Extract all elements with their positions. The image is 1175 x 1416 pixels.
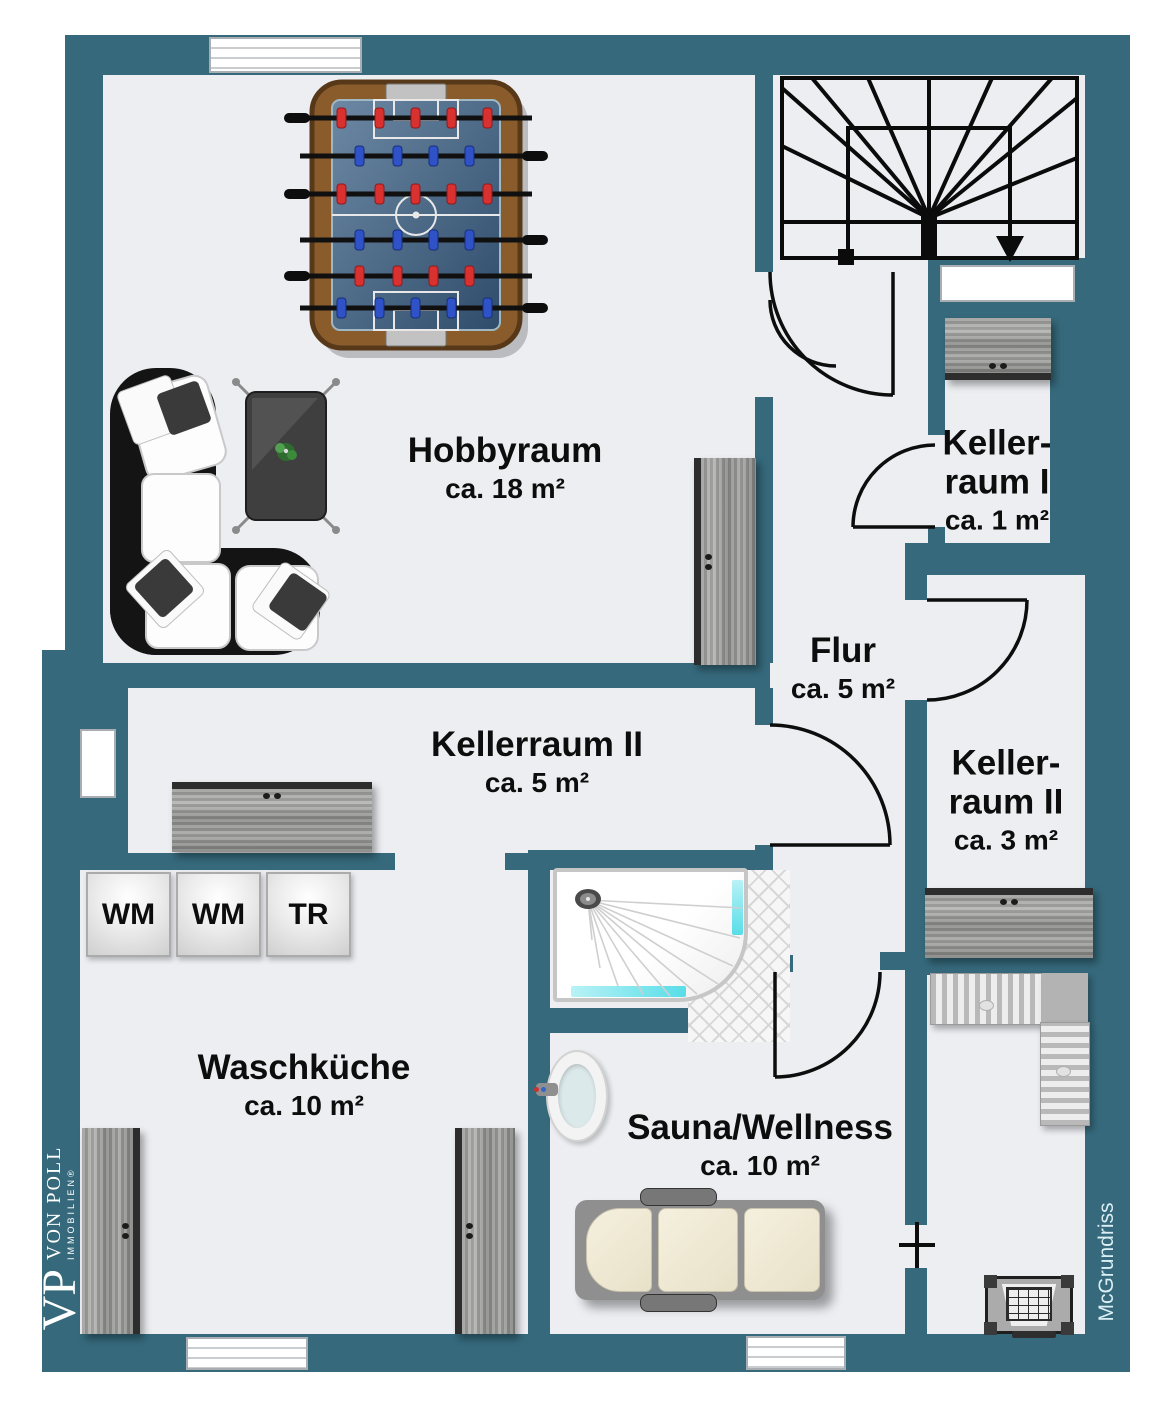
room-label-kellerraum-2-rechts: Keller- raum II ca. 3 m² (949, 743, 1064, 856)
brand-division: IMMOBILIEN® (66, 1167, 77, 1260)
wall (528, 870, 550, 1334)
von-poll-logo: VP VON POLL IMMOBILIEN® (33, 1145, 86, 1331)
wall (905, 1268, 927, 1334)
room-name: Keller- raum II (948, 743, 1064, 822)
brand-monogram: VP (33, 1268, 86, 1331)
appliance-label: WM (101, 897, 156, 931)
wall (755, 688, 773, 725)
wall (928, 320, 945, 435)
room-label-flur: Flur ca. 5 m² (791, 631, 895, 705)
lounger-cushion (658, 1208, 738, 1292)
sink (546, 1050, 608, 1142)
heater-stones (1006, 1287, 1052, 1321)
sideboard (925, 888, 1093, 958)
wall (528, 850, 770, 870)
wall (905, 958, 1093, 975)
cabinet (455, 1128, 515, 1334)
wall (42, 650, 80, 1372)
hot-dot (534, 1087, 539, 1092)
bench-knob (979, 1000, 994, 1011)
room-area: ca. 10 m² (244, 1090, 364, 1122)
sauna-bench (930, 973, 1044, 1025)
sauna-heater (984, 1275, 1074, 1338)
cold-dot (541, 1087, 546, 1092)
cabinet (945, 318, 1051, 380)
room-area: ca. 5 m² (790, 673, 896, 705)
wall (1050, 320, 1093, 543)
room-name: Kellerraum II (430, 724, 644, 764)
room-area: ca. 18 m² (445, 473, 565, 505)
shower (553, 868, 748, 1002)
window (186, 1337, 308, 1370)
room-name: Keller- raum I (942, 423, 1052, 502)
sideboard (172, 782, 372, 852)
room-label-kellerraum-2-mitte: Kellerraum II ca. 5 m² (431, 725, 643, 799)
heater-corner (1061, 1322, 1074, 1335)
room-name: Waschküche (197, 1047, 411, 1087)
heater-handle (1012, 1331, 1056, 1338)
shower-glass (732, 880, 743, 935)
lounger-cushion (586, 1208, 652, 1292)
wall (905, 543, 1093, 575)
cabinet (82, 1128, 140, 1334)
window (940, 265, 1075, 302)
wall (75, 853, 395, 870)
wall (78, 663, 770, 688)
window (209, 37, 362, 73)
room-label-kellerraum-1: Keller- raum I ca. 1 m² (943, 423, 1052, 536)
room-name: Flur (809, 630, 877, 670)
wall (505, 853, 528, 870)
wall (905, 975, 927, 1225)
brand-name: VON POLL (43, 1145, 66, 1260)
window (746, 1336, 846, 1370)
appliance-label: WM (191, 897, 246, 931)
room-label-sauna-wellness: Sauna/Wellness ca. 10 m² (627, 1108, 893, 1182)
wall (1085, 35, 1130, 1372)
room-name: Hobbyraum (407, 430, 603, 470)
door-mark (915, 1222, 919, 1268)
lounger-handle (640, 1188, 717, 1206)
appliance-label: TR (288, 897, 329, 931)
wall (65, 35, 103, 685)
washing-machine: WM (86, 872, 171, 957)
plan-credit: McGrundriss (1095, 1202, 1118, 1322)
heater-corner (1061, 1275, 1074, 1288)
room-area: ca. 3 m² (953, 824, 1059, 856)
sauna-bench (1042, 973, 1088, 1023)
sink-basin (558, 1064, 596, 1128)
wall (905, 700, 927, 958)
wall (905, 575, 927, 600)
wall (755, 397, 773, 663)
room-area: ca. 10 m² (700, 1150, 820, 1182)
wall (548, 1008, 693, 1033)
heater-corner (984, 1322, 997, 1335)
washing-machine: WM (176, 872, 261, 957)
window (80, 729, 116, 798)
room-label-waschkueche: Waschküche ca. 10 m² (198, 1048, 411, 1122)
bench-knob (1056, 1066, 1071, 1077)
heater-corner (984, 1275, 997, 1288)
faucet-icon (534, 1083, 558, 1096)
cabinet (694, 458, 756, 665)
room-area: ca. 1 m² (944, 504, 1050, 536)
wall (928, 527, 945, 543)
room-area: ca. 5 m² (484, 767, 590, 799)
dryer: TR (266, 872, 351, 957)
wall (755, 75, 773, 272)
lounger-cushion (744, 1208, 820, 1292)
lounger-handle (640, 1294, 717, 1312)
room-label-hobbyraum: Hobbyraum ca. 18 m² (408, 431, 602, 505)
room-name: Sauna/Wellness (627, 1107, 893, 1147)
shower-glass (571, 986, 686, 997)
